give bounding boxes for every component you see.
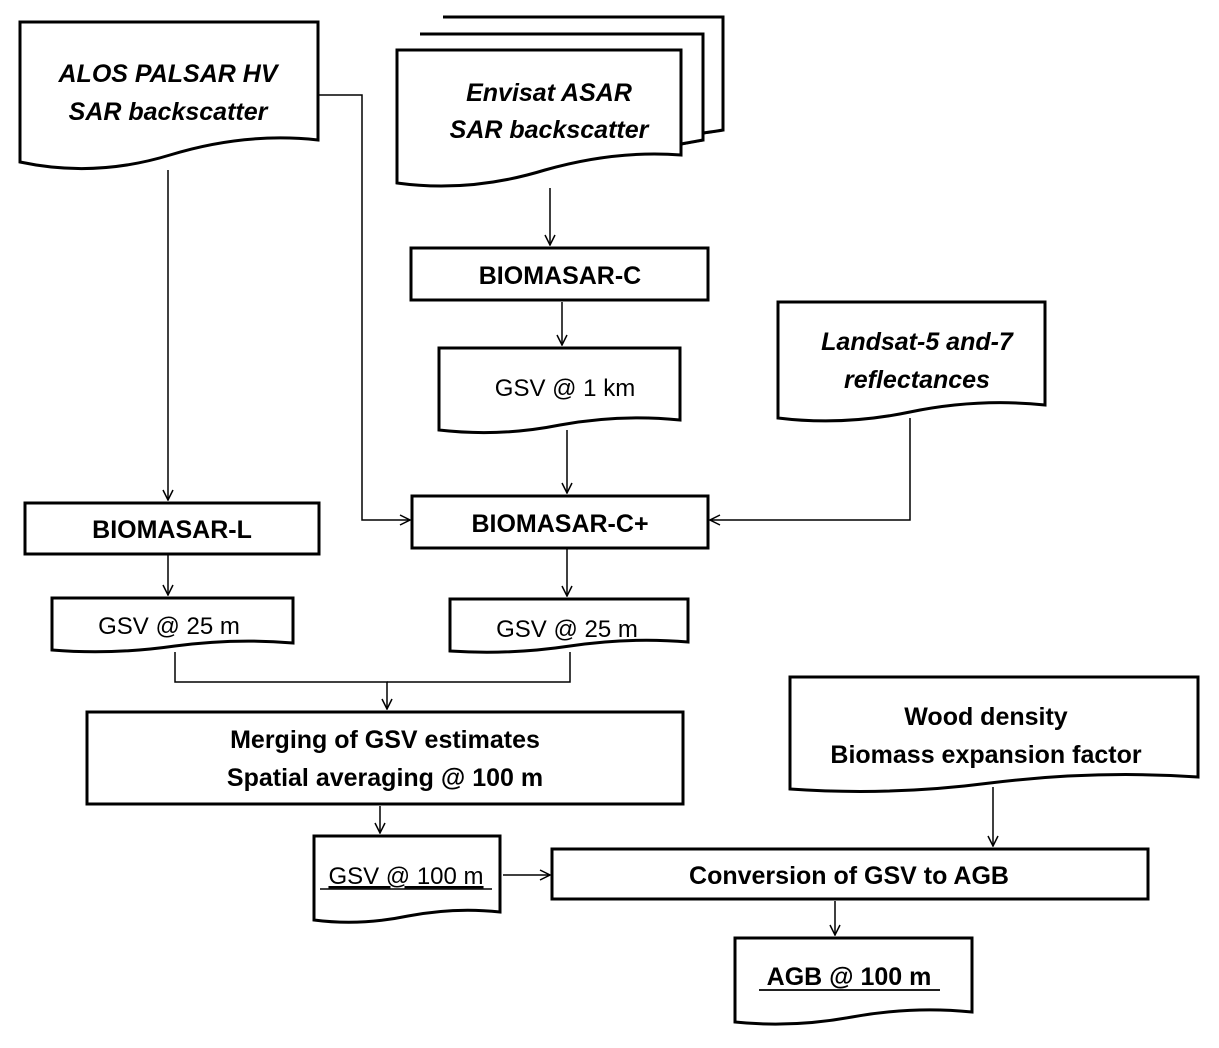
connector-alos-to-biomasar-cplus bbox=[318, 94, 410, 520]
merging-label-line1: Merging of GSV estimates bbox=[230, 726, 540, 754]
merging-label-line2: Spatial averaging @ 100 m bbox=[227, 764, 543, 792]
agb-output: AGB @ 100 m bbox=[733, 936, 974, 1026]
envisat-label-line2: SAR backscatter bbox=[450, 116, 650, 144]
alos-palsar-input: ALOS PALSAR HV SAR backscatter bbox=[18, 20, 320, 171]
conversion-label: Conversion of GSV to AGB bbox=[689, 862, 1009, 890]
landsat-label-line1: Landsat-5 and-7 bbox=[821, 328, 1014, 356]
gsv-1km-output: GSV @ 1 km bbox=[437, 346, 682, 435]
envisat-asar-input: Envisat ASAR SAR backscatter bbox=[395, 15, 725, 188]
biomasar-c-label: BIOMASAR-C bbox=[479, 262, 642, 290]
biomasar-c-process: BIOMASAR-C bbox=[409, 246, 710, 302]
biomasar-cplus-process: BIOMASAR-C+ bbox=[410, 494, 710, 550]
biomasar-cplus-label: BIOMASAR-C+ bbox=[471, 510, 648, 538]
gsv-25m-c-label: GSV @ 25 m bbox=[496, 616, 638, 643]
gsv-25m-c-output: GSV @ 25 m bbox=[448, 597, 690, 654]
gsv-1km-label: GSV @ 1 km bbox=[495, 375, 635, 402]
landsat-input: Landsat-5 and-7 reflectances bbox=[776, 300, 1047, 423]
connectors bbox=[168, 94, 993, 935]
envisat-label-line1: Envisat ASAR bbox=[466, 79, 632, 107]
wood-density-input: Wood density Biomass expansion factor bbox=[788, 675, 1200, 793]
conversion-process: Conversion of GSV to AGB bbox=[550, 847, 1150, 901]
wood-label-line2: Biomass expansion factor bbox=[830, 741, 1141, 769]
gsv-100m-label: GSV @ 100 m bbox=[328, 863, 483, 890]
gsv-100m-output: GSV @ 100 m bbox=[312, 834, 502, 924]
gsv-25m-l-output: GSV @ 25 m bbox=[50, 596, 295, 654]
merging-process: Merging of GSV estimates Spatial averagi… bbox=[85, 710, 685, 806]
connector-landsat-to-biomasar-cplus bbox=[710, 418, 911, 520]
biomasar-l-label: BIOMASAR-L bbox=[92, 516, 252, 544]
connector-gsv-25m-l-to-merging bbox=[174, 652, 387, 709]
biomasar-l-process: BIOMASAR-L bbox=[23, 501, 321, 556]
wood-label-line1: Wood density bbox=[904, 703, 1068, 731]
alos-label-line2: SAR backscatter bbox=[69, 98, 269, 126]
connector-gsv-25m-c-to-merging bbox=[387, 652, 571, 683]
alos-label-line1: ALOS PALSAR HV bbox=[58, 60, 280, 88]
agb-label: AGB @ 100 m bbox=[767, 963, 932, 991]
landsat-label-line2: reflectances bbox=[844, 366, 990, 394]
gsv-25m-l-label: GSV @ 25 m bbox=[98, 613, 240, 640]
